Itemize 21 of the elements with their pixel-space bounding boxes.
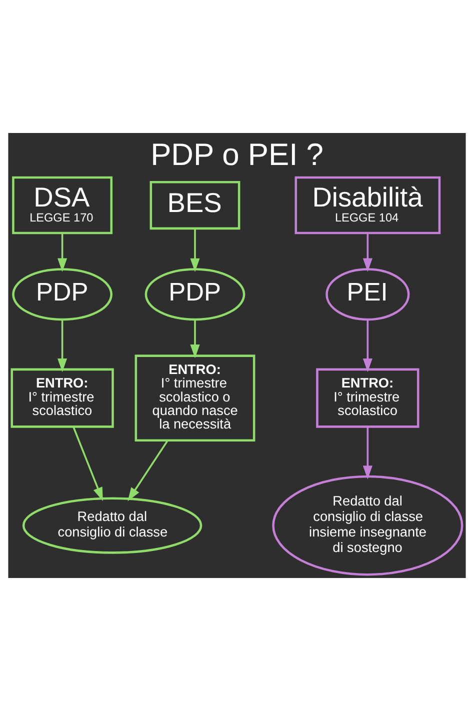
arrow bbox=[58, 233, 68, 272]
arrow bbox=[362, 233, 372, 272]
node-ellipse: Redatto dal consiglio di classe bbox=[22, 497, 202, 554]
node-ellipse: PDP bbox=[144, 268, 246, 321]
arrow bbox=[58, 320, 68, 372]
node-ellipse: PDP bbox=[12, 268, 112, 321]
node-box: BES bbox=[150, 180, 240, 230]
node-ellipse: PEI bbox=[326, 268, 410, 321]
node-box: ENTRO: I° trimestre scolastico o quando nasce la necessità bbox=[134, 354, 256, 442]
diagram-title: PDP o PEI ? bbox=[150, 136, 324, 172]
node-box: DSA LEGGE 170 bbox=[12, 176, 113, 234]
arrow bbox=[72, 426, 103, 502]
arrow bbox=[190, 320, 200, 358]
arrow bbox=[362, 320, 372, 372]
node-ellipse: Redatto dal consiglio di classe insieme insegnante di sostegno bbox=[272, 475, 464, 576]
arrow bbox=[128, 440, 168, 502]
node-box: ENTRO: I° trimestre scolastico bbox=[316, 368, 420, 428]
node-box: ENTRO: I° trimestre scolastico bbox=[10, 368, 114, 428]
arrow bbox=[190, 228, 200, 272]
arrow bbox=[362, 426, 372, 480]
node-box: Disabilità LEGGE 104 bbox=[294, 176, 441, 234]
